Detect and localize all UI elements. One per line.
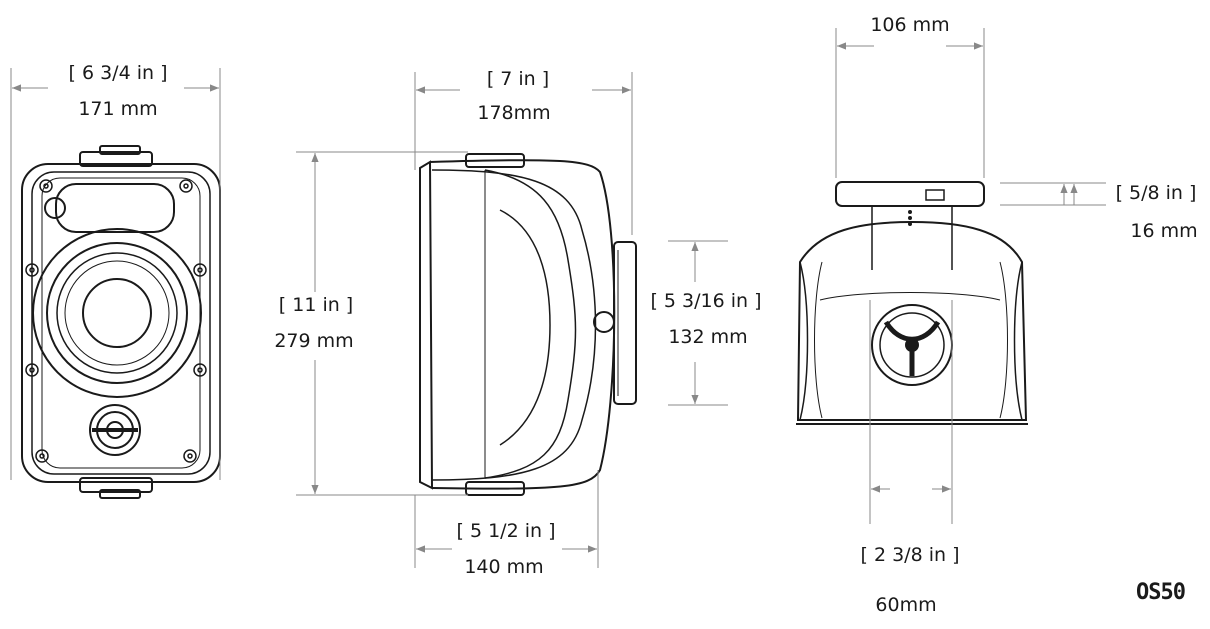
bracket-height-mm: 132 mm — [668, 326, 748, 348]
top-neck-inches: [ 2 3/8 in ] — [860, 544, 960, 566]
side-bottom-mm: 140 mm — [464, 556, 544, 578]
side-dimensions — [296, 72, 728, 568]
side-bottom-inches: [ 5 1/2 in ] — [456, 520, 556, 542]
front-width-mm: 171 mm — [78, 98, 158, 120]
side-height-mm: 279 mm — [274, 330, 354, 352]
front-view — [21, 145, 221, 499]
top-view — [796, 181, 1028, 425]
top-neck-mm: 60mm — [875, 594, 937, 616]
side-view — [419, 153, 637, 496]
side-depth-mm: 178mm — [477, 102, 551, 124]
top-thickness-mm: 16 mm — [1130, 220, 1198, 242]
side-height-inches: [ 11 in ] — [278, 294, 354, 316]
top-dimensions — [835, 28, 1106, 524]
top-width-mm: 106 mm — [870, 14, 950, 36]
side-depth-inches: [ 7 in ] — [486, 68, 550, 90]
bracket-height-inches: [ 5 3/16 in ] — [650, 290, 762, 312]
top-thickness-inches: [ 5/8 in ] — [1115, 182, 1197, 204]
model-label: OS50 — [1136, 580, 1186, 605]
front-width-dimension — [10, 68, 221, 480]
front-width-inches: [ 6 3/4 in ] — [68, 62, 168, 84]
